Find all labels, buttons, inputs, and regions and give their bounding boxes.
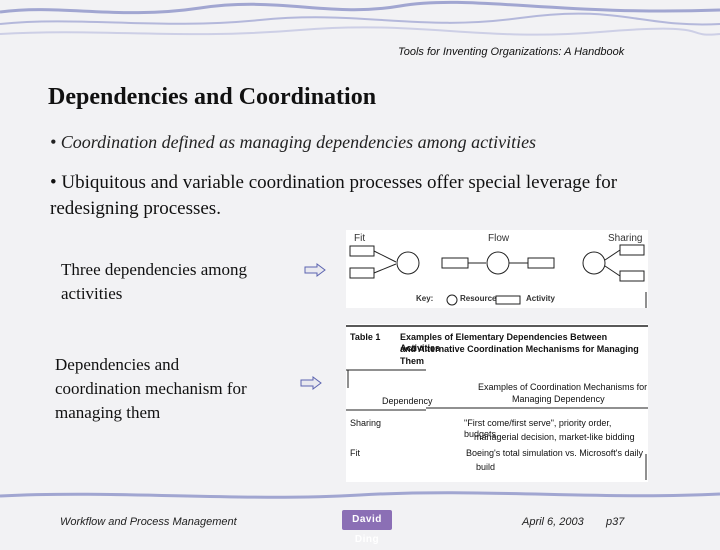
table-row-sharing-dep: Sharing — [350, 418, 382, 428]
diagram-key-resource: Resource — [460, 294, 497, 303]
table-title-line-3: Them — [400, 356, 425, 366]
table-row-fit-mech-2: build — [476, 462, 496, 472]
diagram-label-fit: Fit — [354, 233, 366, 244]
diagram-key-activity: Activity — [526, 294, 555, 303]
header-note: Tools for Inventing Organizations: A Han… — [398, 46, 625, 58]
diagram-label-flow: Flow — [488, 233, 510, 244]
dependency-diagram[interactable]: Fit Flow Sharing Key: — [346, 230, 648, 308]
author-logo: David Ding — [342, 510, 392, 545]
arrow-right-icon[interactable] — [300, 376, 322, 390]
table-col-dependency: Dependency — [382, 396, 433, 406]
bullet-coordination-leverage: • Ubiquitous and variable coordination p… — [50, 172, 618, 219]
table-title-line-2: and Alternative Coordination Mechanisms … — [400, 344, 639, 354]
dependency-diagram-graphic — [349, 244, 647, 308]
table-title-line-1: Examples of Elementary Dependencies Betw… — [400, 332, 608, 353]
diagram-key-label: Key: — [416, 294, 434, 303]
item-label-coordination: Dependencies and coordination mechanism … — [55, 355, 247, 422]
item-label-dependencies: Three dependencies among activities — [61, 260, 247, 303]
coordination-table[interactable]: Table 1 Examples of Elementary Dependenc… — [346, 324, 648, 482]
footer-page-number: p37 — [606, 516, 625, 528]
table-row-fit-mech-1: Boeing's total simulation vs. Microsoft'… — [466, 448, 644, 458]
table-row-sharing-mech-1: "First come/first serve", priority order… — [464, 418, 612, 439]
table-col-mechanism-line-2: Managing Dependency — [512, 394, 605, 404]
table-row-sharing-mech-2: managerial decision, market-like bidding — [474, 432, 635, 442]
arrow-right-icon[interactable] — [304, 263, 326, 277]
footer-course-title: Workflow and Process Management — [60, 516, 237, 528]
table-row-fit-dep: Fit — [350, 448, 360, 458]
footer-date: April 6, 2003 — [522, 516, 584, 528]
table-caption: Table 1 — [350, 332, 381, 342]
top-decoration — [0, 0, 720, 36]
slide-title: Dependencies and Coordination — [48, 84, 377, 110]
table-rules — [346, 325, 648, 480]
table-col-mechanism-line-1: Examples of Coordination Mechanisms for — [478, 382, 648, 392]
bottom-decoration — [0, 491, 720, 499]
bullet-coordination-definition: • Coordination defined as managing depen… — [50, 132, 537, 152]
diagram-label-sharing: Sharing — [608, 233, 643, 244]
